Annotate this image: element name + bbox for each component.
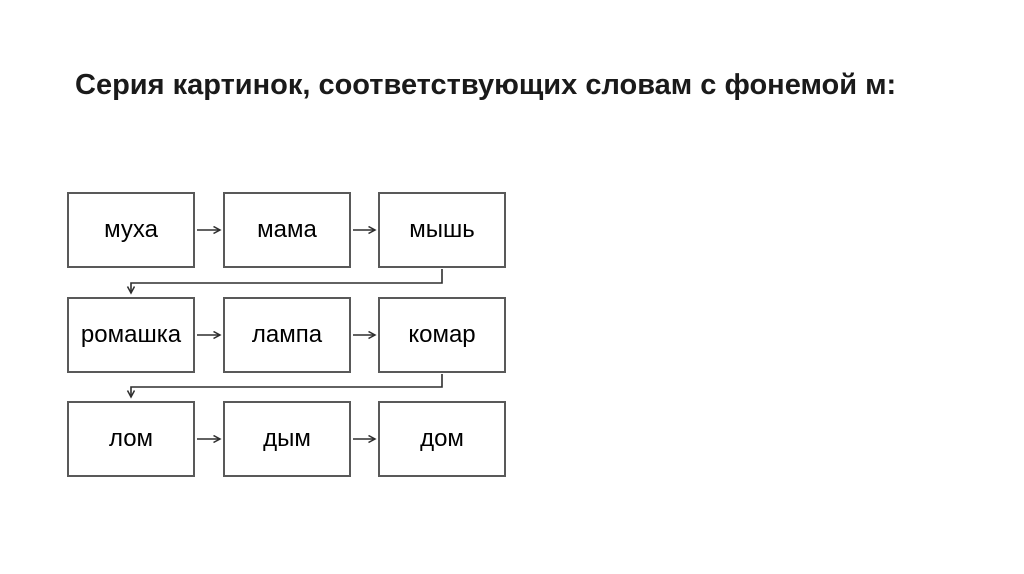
flow-box-dom: дом [378, 401, 506, 477]
flow-box-label: муха [104, 216, 158, 243]
flow-box-label: ромашка [80, 321, 182, 348]
flow-box-mukha: муха [67, 192, 195, 268]
flow-box-label: дым [263, 425, 311, 452]
flow-box-dym: дым [223, 401, 351, 477]
flow-box-label: мышь [409, 216, 475, 243]
page-title: Серия картинок, соответствующих словам с… [75, 69, 897, 101]
connector-arrow-row2-row3 [131, 374, 443, 397]
flow-box-label: мама [257, 216, 317, 243]
flow-box-mysh: мышь [378, 192, 506, 268]
flow-box-label: лом [108, 425, 154, 452]
flow-box-lampa: лампа [223, 297, 351, 373]
flow-box-komar: комар [378, 297, 506, 373]
flow-box-romashka: ромашка [67, 297, 195, 373]
flow-box-label: комар [408, 321, 476, 348]
flow-box-label: дом [420, 425, 464, 452]
flow-box-label: лампа [251, 321, 323, 348]
flow-box-mama: мама [223, 192, 351, 268]
flow-box-lom: лом [67, 401, 195, 477]
connector-arrow-row1-row2 [131, 269, 443, 293]
